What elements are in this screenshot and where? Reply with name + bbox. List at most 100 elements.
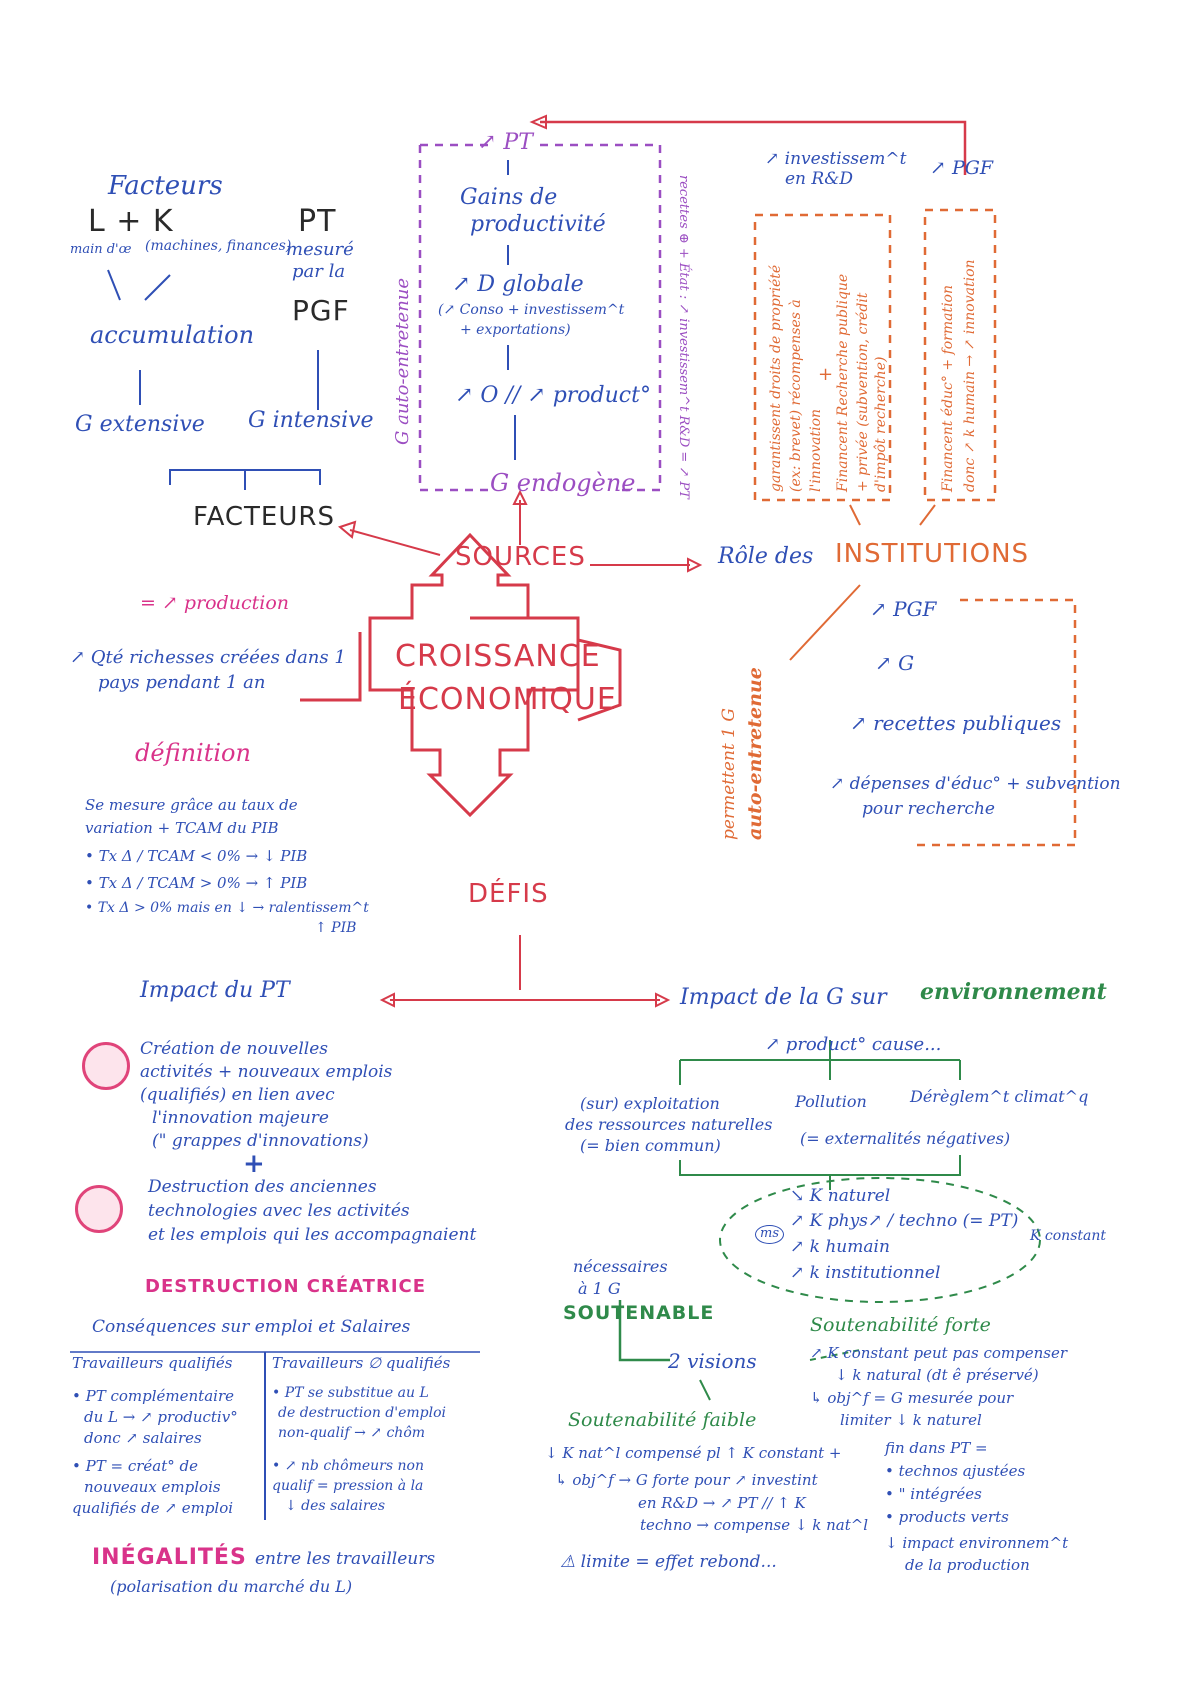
accumulation-text: accumulation [90,321,255,349]
faible-title: Soutenabilité faible [568,1409,757,1431]
def-measure1: Se mesure grâce au taux de [85,796,298,814]
facteurs-label: FACTEURS [193,502,335,532]
destroy-3: et les emplois qui les accompagnaient [148,1225,477,1245]
q2-b: nouveaux emplois [84,1478,221,1496]
inst-col2-a: Financent Recherche publique [835,273,851,492]
destroy-1: Destruction des anciennes [148,1177,377,1197]
consequences: Conséquences sur emploi et Salaires [92,1317,411,1337]
k-physique: ↗ K phys↗ / techno (= PT) [790,1211,1019,1231]
q2-c: qualifiés de ↗ emploi [72,1499,234,1517]
inst-label: INSTITUTIONS [835,539,1030,569]
fin-6: de la production [905,1556,1030,1574]
create-3: (qualifiés) en lien avec [140,1085,335,1105]
inst-pgf: ↗ PGF [930,157,994,179]
def-b2: • Tx Δ / TCAM > 0% → ↑ PIB [85,874,308,892]
inst-side1: permettent 1 G [719,708,739,840]
faible-2: ↳ obj^f → G forte pour ↗ investint [555,1471,818,1489]
env-c1-a: (sur) exploitation [580,1094,720,1113]
endo-demand: ↗ D globale [452,272,584,297]
endo-gains2: productivité [470,212,606,237]
ms-badge: ms [755,1225,784,1244]
forte-1: ↗ K constant peut pas compenser [810,1344,1068,1362]
def-b3b: ↑ PIB [315,920,357,936]
env-c2: Pollution [795,1092,867,1111]
pgf-heading: PGF [292,294,350,327]
n2-b: qualif = pression à la [272,1478,424,1494]
cycle-recherche: pour recherche [862,799,995,819]
inst-col2-c: d'impôt recherche) [873,356,889,492]
env-need1: nécessaires [573,1257,668,1276]
endo-offer: ↗ O // ↗ product° [455,383,651,408]
forte-2: ↓ k natural (dt ê préservé) [835,1366,1039,1384]
create-2: activités + nouveaux emplois [140,1062,393,1082]
inst-label-prefix: Rôle des [718,544,814,569]
pt-impact-title: Impact du PT [140,978,290,1003]
create-1: Création de nouvelles [140,1039,328,1059]
q2-a: • PT = créat° de [72,1457,198,1475]
inst-invest1: ↗ investissem^t [765,149,907,169]
pt-note2: par la [292,261,346,282]
qualified-heading: Travailleurs qualifiés [72,1354,233,1372]
def-b1: • Tx Δ / TCAM < 0% → ↓ PIB [85,847,308,865]
cycle-recettes: ↗ recettes publiques [850,711,1062,735]
sources-label: SOURCES [455,542,586,572]
def-qty1: ↗ Qté richesses créées dans 1 [70,647,346,668]
endo-demand-note2: + exportations) [460,322,571,338]
faible-1: ↓ K nat^l compensé pl ↑ K constant + [545,1444,842,1462]
n1-a: • PT se substitue au L [272,1385,429,1401]
k-institutionnel: ↗ k institutionnel [790,1263,941,1283]
faible-3: en R&D → ↗ PT // ↑ K [638,1494,806,1512]
happy-face-icon [82,1042,130,1090]
env-cause: ↗ product° cause... [765,1034,942,1055]
inegalites-suffix: entre les travailleurs [255,1549,436,1569]
k-note: (machines, finances) [145,238,292,254]
pt-heading: PT [298,204,337,239]
env-c1-c: (= bien commun) [580,1136,721,1155]
env-need2: à 1 G [578,1279,621,1298]
n2-a: • ↗ nb chômeurs non [272,1458,424,1474]
q1-b: du L → ↗ productiv° [84,1408,238,1426]
q1-c: donc ↗ salaires [84,1429,202,1447]
inst-col2-b: + privée (subvention, crédit [855,292,871,492]
def-qty2: pays pendant 1 an [98,672,266,693]
inst-plus: + [818,364,834,385]
inst-col1-c: l'innovation [808,408,824,492]
facteurs-formula: L + K [88,204,174,239]
inst-invest2: en R&D [785,169,853,189]
g-extensive: G extensive [75,412,205,437]
create-5: (" grappes d'innovations) [152,1131,369,1151]
k-constant: K constant [1030,1228,1106,1244]
nonqualified-heading: Travailleurs ∅ qualifiés [272,1354,451,1372]
forte-3: ↳ obj^f = G mesurée pour [810,1389,1014,1407]
pt-plus: + [243,1149,265,1179]
endo-auto: G auto-entretenue [392,277,413,445]
cycle-pgf: ↗ PGF [870,597,937,621]
q1-a: • PT complémentaire [72,1387,234,1405]
env-title-prefix: Impact de la G sur [680,985,887,1010]
forte-4: limiter ↓ k naturel [840,1411,982,1429]
faible-4: techno → compense ↓ k nat^l [640,1516,869,1534]
env-ext: (= externalités négatives) [800,1129,1011,1148]
endo-pt: ↗ PT [478,130,533,155]
soutenable: SOUTENABLE [563,1302,715,1324]
visions: 2 visions [668,1349,757,1373]
inegalites: INÉGALITÉS [92,1545,247,1570]
inst-col1-b: (ex: brevet) récompenses à [788,299,804,492]
destruction-creatrice: DESTRUCTION CRÉATRICE [145,1276,427,1297]
k-humain: ↗ k humain [790,1237,890,1257]
create-4: l'innovation majeure [152,1108,329,1128]
inst-col1-a: garantissent droits de propriété [768,264,784,492]
cycle-g: ↗ G [875,651,915,675]
pt-note1: mesuré [286,239,354,260]
forte-title: Soutenabilité forte [810,1314,991,1336]
n2-c: ↓ des salaires [285,1498,386,1514]
facteurs-heading: Facteurs [108,171,223,201]
fin-5: ↓ impact environnem^t [885,1534,1069,1552]
endo-demand-note1: (↗ Conso + investissem^t [438,302,625,318]
inst-side2: auto-entretenue [744,667,766,840]
endo-right-note: recettes ⊕ + État : ↗ investissem^t R&D … [676,175,691,499]
endo-gains1: Gains de [460,185,558,210]
def-measure2: variation + TCAM du PIB [85,819,279,837]
def-b3: • Tx Δ > 0% mais en ↓ → ralentissem^t [85,900,369,916]
